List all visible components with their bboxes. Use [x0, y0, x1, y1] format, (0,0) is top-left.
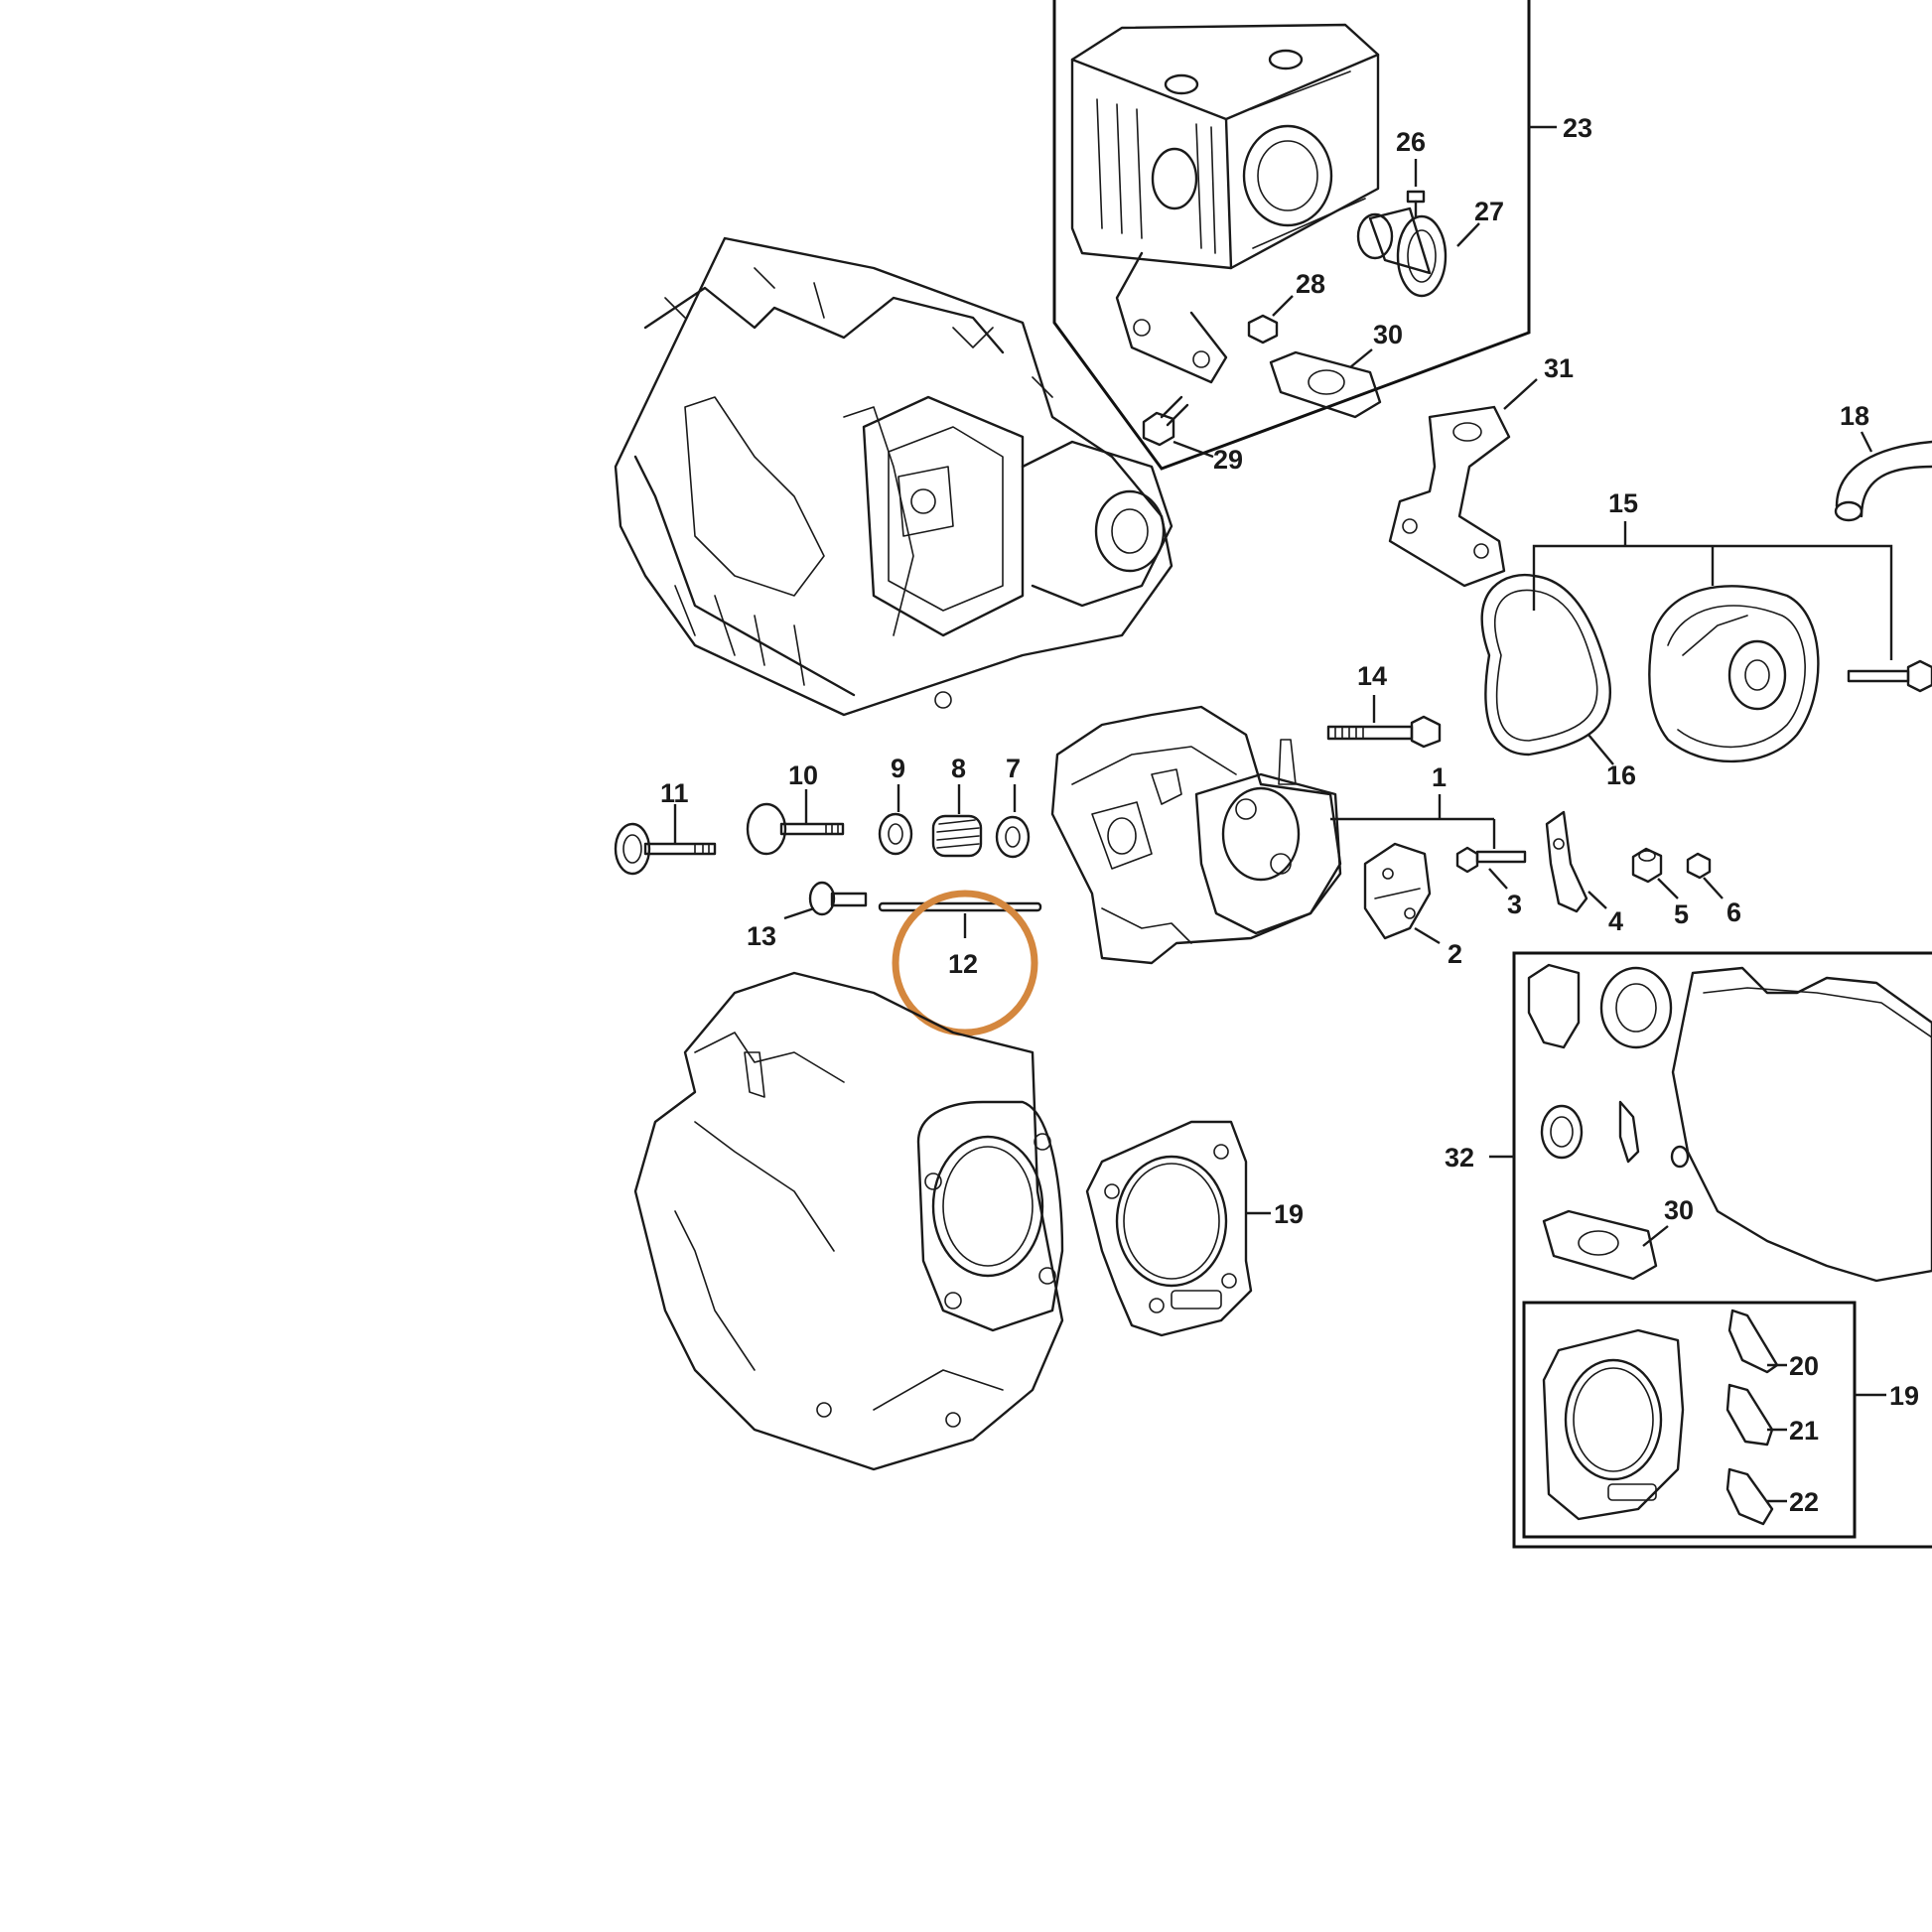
part-9-seal[interactable] [878, 784, 913, 856]
label-18[interactable]: 18 [1840, 401, 1869, 431]
part-labels: 1 2 3 4 5 6 7 8 9 10 11 12 13 14 15 16 1… [660, 113, 1919, 1517]
label-12[interactable]: 12 [948, 949, 978, 979]
label-6[interactable]: 6 [1726, 897, 1741, 927]
label-30-muffler[interactable]: 30 [1373, 320, 1403, 349]
part-5-pivot[interactable] [1631, 847, 1679, 899]
muffler-kit-frame [1052, 0, 1557, 471]
label-15[interactable]: 15 [1608, 488, 1638, 518]
part-16-cover-gasket[interactable] [1480, 574, 1614, 765]
part-8-valve-spring[interactable] [931, 784, 983, 858]
muffler[interactable] [1070, 23, 1380, 384]
part-6-nut[interactable] [1686, 852, 1724, 899]
label-9[interactable]: 9 [891, 754, 905, 783]
part-29-bolt[interactable] [1142, 395, 1214, 459]
label-27[interactable]: 27 [1474, 197, 1504, 226]
part-28-nut[interactable] [1247, 295, 1294, 345]
label-31[interactable]: 31 [1544, 353, 1574, 383]
label-28[interactable]: 28 [1296, 269, 1325, 299]
label-21[interactable]: 21 [1789, 1416, 1819, 1446]
gasket-kit-frame [1489, 951, 1932, 1549]
label-1[interactable]: 1 [1432, 762, 1447, 792]
label-22[interactable]: 22 [1789, 1487, 1819, 1517]
label-32[interactable]: 32 [1445, 1143, 1474, 1173]
label-10[interactable]: 10 [788, 760, 818, 790]
label-19-set[interactable]: 19 [1889, 1381, 1919, 1411]
label-11[interactable]: 11 [660, 778, 689, 808]
part-31-exhaust-elbow[interactable] [1388, 378, 1538, 588]
part-12-highlight[interactable] [892, 890, 1038, 1036]
engine-block-lower[interactable] [633, 971, 1064, 1471]
label-30-kit[interactable]: 30 [1664, 1195, 1694, 1225]
cover-bolt[interactable] [1847, 659, 1932, 693]
part-10-valve[interactable] [746, 789, 845, 856]
part-30-gasket[interactable] [1269, 348, 1382, 419]
part-4-rocker-arm[interactable] [1545, 810, 1607, 913]
label-16[interactable]: 16 [1606, 760, 1636, 790]
part-12-push-rod[interactable] [878, 901, 1042, 938]
label-19-gasket[interactable]: 19 [1274, 1199, 1304, 1229]
rocker-cover[interactable] [1648, 585, 1820, 763]
part-7-retainer[interactable] [995, 784, 1031, 859]
part-18-hose[interactable] [1834, 431, 1932, 522]
label-23[interactable]: 23 [1563, 113, 1592, 143]
part-27-tailpipe[interactable] [1356, 207, 1480, 298]
part-26-screw[interactable] [1406, 159, 1426, 218]
label-26[interactable]: 26 [1396, 127, 1426, 157]
engine-block-upper[interactable] [614, 236, 1173, 717]
part-13-guide[interactable] [783, 881, 868, 920]
inner-gasket-frame [1522, 1301, 1886, 1539]
part-11-valve[interactable] [614, 804, 717, 876]
label-14[interactable]: 14 [1357, 661, 1387, 691]
label-3[interactable]: 3 [1507, 890, 1522, 919]
label-20[interactable]: 20 [1789, 1351, 1819, 1381]
part-15-rocker-cover-group[interactable] [1532, 521, 1893, 660]
part-1-cylinder-head[interactable] [1050, 705, 1496, 965]
part-3-stud[interactable] [1455, 846, 1527, 890]
label-29[interactable]: 29 [1213, 445, 1243, 475]
label-2[interactable]: 2 [1448, 939, 1462, 969]
label-5[interactable]: 5 [1674, 899, 1689, 929]
gasket-set-parts[interactable] [1542, 1309, 1787, 1526]
part-14-bolt[interactable] [1326, 695, 1442, 749]
label-7[interactable]: 7 [1006, 754, 1021, 783]
label-4[interactable]: 4 [1608, 906, 1623, 936]
gasket-kit-parts[interactable] [1527, 963, 1932, 1283]
part-19-head-gasket[interactable] [1085, 1120, 1271, 1337]
label-8[interactable]: 8 [951, 754, 966, 783]
part-2-plate[interactable] [1363, 842, 1441, 945]
label-13[interactable]: 13 [747, 921, 776, 951]
